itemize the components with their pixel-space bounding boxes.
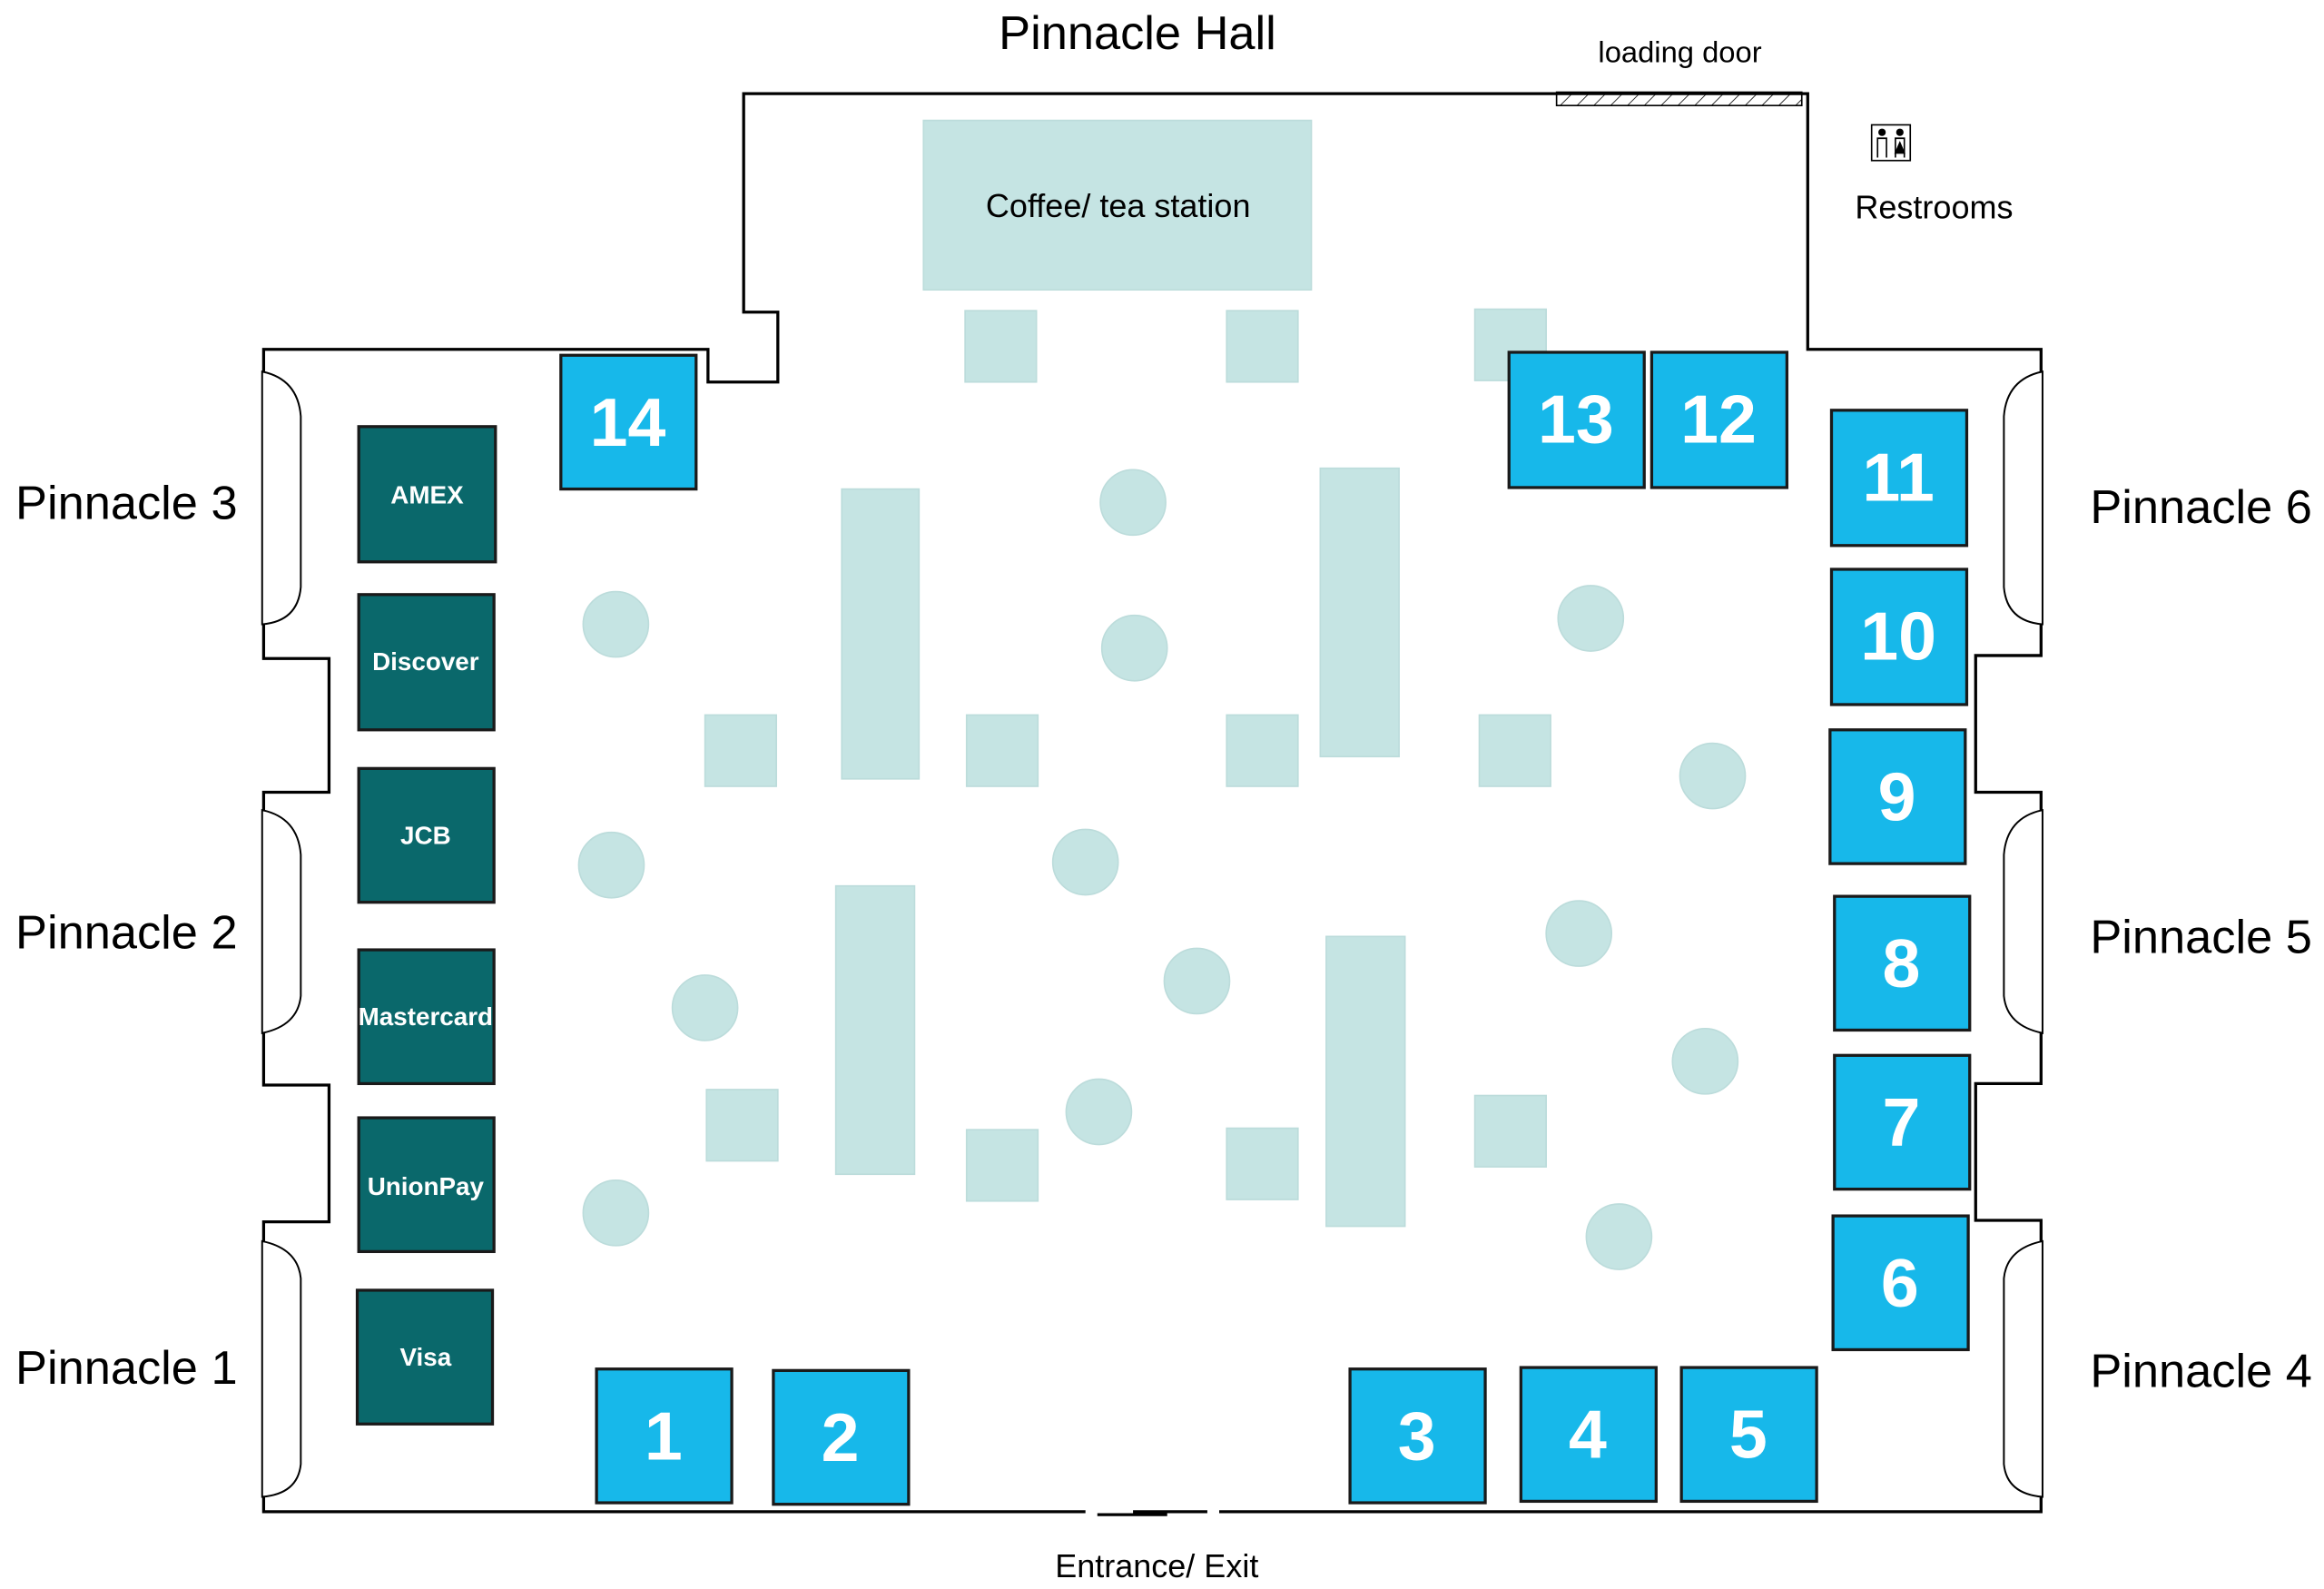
sponsor-label: JCB (400, 822, 451, 850)
sponsor-label: UnionPay (368, 1172, 485, 1200)
room-pinnacle-4: Pinnacle 4 (2090, 1345, 2312, 1397)
booth-9[interactable]: 9 (1828, 728, 1967, 865)
booth-number: 7 (1882, 1084, 1920, 1160)
booth-11[interactable]: 11 (1829, 409, 1969, 548)
sponsor-label: AMEX (390, 481, 464, 509)
room-pinnacle-6: Pinnacle 6 (2090, 481, 2312, 534)
booth-number: 1 (645, 1397, 683, 1474)
booth-10[interactable]: 10 (1829, 568, 1969, 706)
sponsor-label: Visa (399, 1343, 451, 1371)
booth-6[interactable]: 6 (1831, 1214, 1970, 1352)
entrance-label: Entrance/ Exit (1055, 1547, 1258, 1584)
sponsor-mastercard[interactable]: Mastercard (357, 948, 496, 1086)
booth-12[interactable]: 12 (1649, 350, 1789, 489)
booth-number: 2 (822, 1399, 860, 1476)
booth-number: 13 (1538, 381, 1614, 458)
booth-number: 9 (1878, 758, 1916, 834)
room-pinnacle-5: Pinnacle 5 (2090, 911, 2312, 963)
coffee-station-label: Coffee/ tea station (986, 187, 1251, 224)
booth-7[interactable]: 7 (1833, 1053, 1972, 1191)
restroom-icon (1870, 123, 1912, 162)
sponsor-jcb[interactable]: JCB (357, 766, 496, 904)
booth-number: 12 (1680, 381, 1757, 458)
booth-number: 10 (1860, 598, 1936, 675)
booth-number: 5 (1729, 1397, 1768, 1473)
booth-2[interactable]: 2 (772, 1368, 911, 1506)
booth-3[interactable]: 3 (1348, 1367, 1487, 1505)
sponsor-amex[interactable]: AMEX (357, 425, 497, 564)
sponsor-label: Discover (372, 647, 479, 676)
hall-floor (261, 92, 2043, 1514)
restrooms-label: Restrooms (1855, 189, 2013, 226)
sponsor-unionpay[interactable]: UnionPay (357, 1116, 496, 1254)
entrance-door[interactable] (1085, 1506, 1220, 1520)
room-pinnacle-1: Pinnacle 1 (15, 1342, 238, 1395)
loading-door-label: loading door (1598, 35, 1761, 69)
sponsor-visa[interactable]: Visa (355, 1288, 495, 1426)
booth-number: 8 (1882, 925, 1920, 1002)
booth-5[interactable]: 5 (1679, 1366, 1818, 1504)
booth-8[interactable]: 8 (1833, 894, 1972, 1032)
room-pinnacle-2: Pinnacle 2 (15, 906, 238, 959)
loading-door (1555, 91, 1803, 107)
booth-number: 3 (1398, 1397, 1436, 1474)
sponsor-discover[interactable]: Discover (357, 593, 496, 732)
booth-number: 11 (1862, 439, 1935, 515)
booth-number: 4 (1569, 1397, 1607, 1473)
booth-1[interactable]: 1 (595, 1367, 734, 1505)
booth-number: 14 (590, 384, 666, 460)
booth-14[interactable]: 14 (559, 353, 698, 491)
side-doors (261, 370, 2043, 1498)
sponsor-label: Mastercard (359, 1002, 493, 1031)
booth-13[interactable]: 13 (1507, 350, 1646, 489)
furniture (577, 119, 1747, 1270)
booth-4[interactable]: 4 (1519, 1366, 1658, 1504)
booth-number: 6 (1881, 1245, 1919, 1321)
coffee-station (922, 119, 1313, 291)
room-pinnacle-3: Pinnacle 3 (15, 477, 238, 529)
page-title: Pinnacle Hall (999, 7, 1276, 60)
